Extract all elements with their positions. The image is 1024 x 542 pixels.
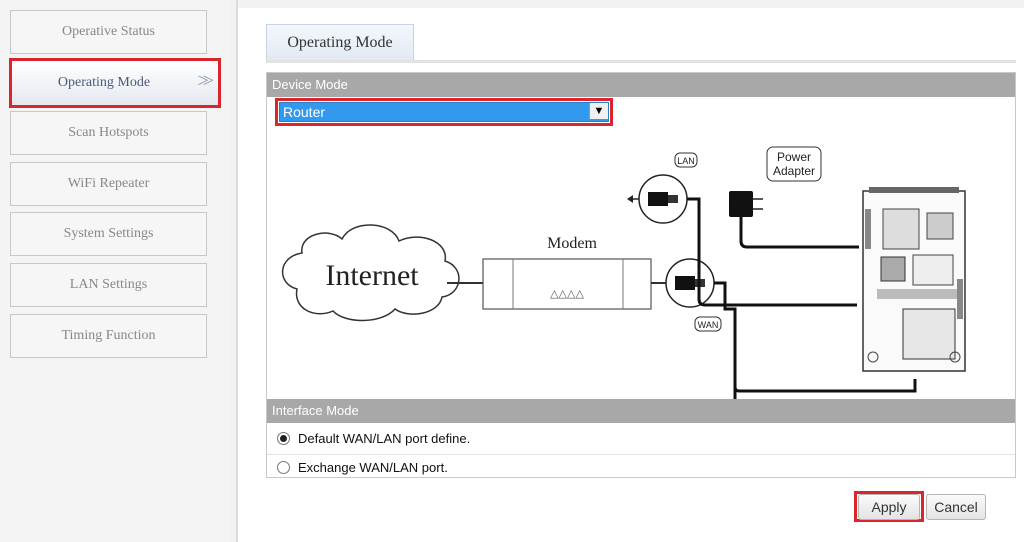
- power-adapter-icon: [729, 191, 859, 249]
- main-content: Operating Mode Device Mode Router ▼ Inte…: [238, 8, 1024, 542]
- nav-wifi-repeater[interactable]: WiFi Repeater: [10, 162, 207, 206]
- nav-operative-status[interactable]: Operative Status: [10, 10, 207, 54]
- device-mode-select[interactable]: Router ▼: [279, 102, 609, 122]
- apply-button[interactable]: Apply: [858, 494, 920, 520]
- interface-option-label: Exchange WAN/LAN port.: [298, 459, 448, 475]
- nav-label: System Settings: [63, 226, 154, 241]
- nav-timing-function[interactable]: Timing Function: [10, 314, 207, 358]
- modem-icon: △△△△: [482, 258, 652, 310]
- nav-label: Scan Hotspots: [68, 125, 149, 140]
- lan-tag-label: LAN: [677, 156, 695, 166]
- radio-default[interactable]: [277, 432, 290, 445]
- interface-option-default[interactable]: Default WAN/LAN port define.: [267, 423, 1015, 455]
- chevron-down-icon[interactable]: ▼: [589, 103, 608, 119]
- device-mode-select-highlight: Router ▼: [275, 98, 613, 126]
- cancel-label: Cancel: [934, 499, 978, 515]
- lan-connector-icon: [627, 174, 688, 224]
- tab-underline: [266, 60, 1016, 63]
- internet-cloud-icon: [281, 224, 460, 322]
- tab-operating-mode[interactable]: Operating Mode: [266, 24, 414, 60]
- nav-label: Timing Function: [61, 328, 156, 343]
- settings-panel: Device Mode Router ▼ Internet Modem △△△△: [266, 72, 1016, 478]
- internet-label: Internet: [325, 259, 419, 292]
- apply-highlight: [854, 491, 924, 522]
- radio-exchange[interactable]: [277, 460, 290, 474]
- lan-tag-icon: [674, 152, 698, 168]
- nav-system-settings[interactable]: System Settings: [10, 212, 207, 256]
- device-mode-value: Router: [283, 104, 326, 120]
- interface-option-exchange[interactable]: Exchange WAN/LAN port.: [267, 456, 1015, 478]
- wan-cable: [733, 379, 917, 393]
- nav-label: Operating Mode: [57, 75, 151, 90]
- power-tag-icon: [766, 146, 822, 182]
- modem-label: Modem: [547, 235, 597, 252]
- power-label-line1: Power: [777, 150, 811, 164]
- nav-lan-settings[interactable]: LAN Settings: [10, 263, 207, 307]
- sidebar-divider: [236, 0, 238, 542]
- wan-connector-icon: [665, 258, 715, 308]
- lan-cable: [687, 197, 857, 307]
- wan-tag-icon: [694, 316, 722, 332]
- chevron-right-icon: >>: [197, 70, 213, 92]
- sidebar: Operative Status Operating Mode >> Scan …: [0, 0, 230, 542]
- nav-scan-hotspots[interactable]: Scan Hotspots: [10, 111, 207, 155]
- nav-operating-mode[interactable]: Operating Mode >>: [9, 58, 221, 108]
- wan-tag-label: WAN: [698, 320, 719, 330]
- cancel-button[interactable]: Cancel: [926, 494, 986, 520]
- apply-label: Apply: [871, 499, 907, 515]
- nav-label: LAN Settings: [69, 277, 148, 292]
- nav-label: Operative Status: [62, 24, 155, 39]
- router-board-icon: [862, 187, 966, 372]
- nav-label: WiFi Repeater: [67, 176, 150, 191]
- interface-mode-header: Interface Mode: [267, 399, 1015, 423]
- network-diagram: Internet Modem △△△△ WAN: [281, 146, 966, 399]
- power-label-line2: Adapter: [773, 164, 815, 178]
- svg-text:△△△△: △△△△: [550, 287, 584, 300]
- interface-option-label: Default WAN/LAN port define.: [298, 431, 471, 446]
- tab-label: Operating Mode: [287, 33, 393, 51]
- device-mode-header: Device Mode: [267, 73, 1015, 97]
